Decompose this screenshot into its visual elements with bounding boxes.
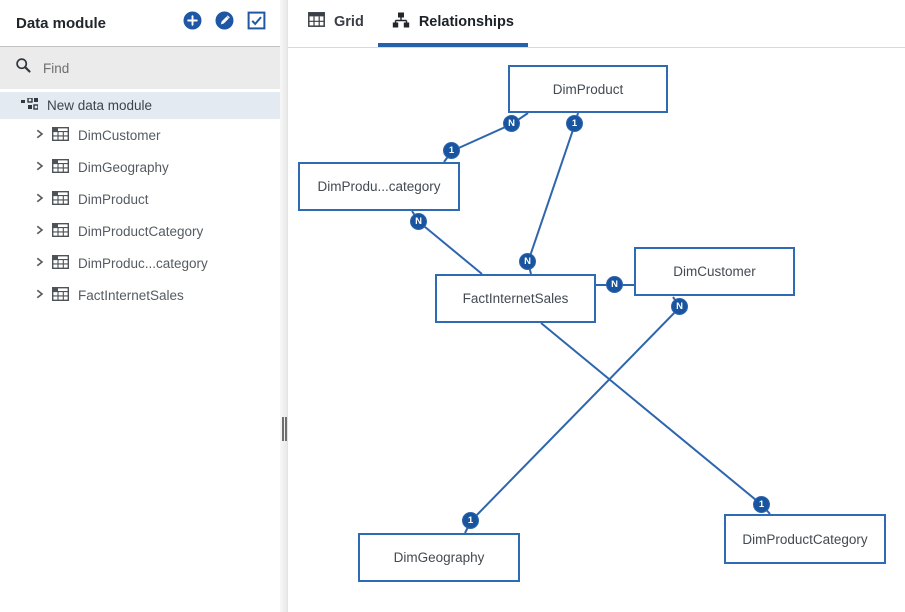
tree-item-dimproductcategory[interactable]: DimProductCategory <box>0 215 280 247</box>
chevron-right-icon[interactable] <box>33 288 45 303</box>
sidebar: Data module Find <box>0 0 280 612</box>
cardinality-badge[interactable]: N <box>671 298 688 315</box>
data-module-tree: New data module DimCustomer DimGeography… <box>0 89 280 311</box>
tab-grid[interactable]: Grid <box>294 0 378 47</box>
edit-icon <box>215 11 234 35</box>
tree-item-dimproduct[interactable]: DimProduct <box>0 183 280 215</box>
entity-label: DimProdu...category <box>317 179 441 194</box>
validate-checkbox-icon <box>247 11 266 35</box>
chevron-right-icon[interactable] <box>33 192 45 207</box>
panel-resize-handle[interactable] <box>281 417 287 441</box>
table-icon <box>51 286 70 304</box>
tree-root-label: New data module <box>47 98 153 113</box>
sidebar-actions <box>183 11 266 35</box>
edit-button[interactable] <box>215 11 234 35</box>
entity-dimgeography[interactable]: DimGeography <box>358 533 520 582</box>
view-tabbar: Grid Relationships <box>288 0 905 48</box>
entity-label: DimProductCategory <box>742 531 868 547</box>
tree-item-dimcustomer[interactable]: DimCustomer <box>0 119 280 151</box>
tree-root-new-data-module[interactable]: New data module <box>0 92 280 119</box>
data-module-icon <box>21 97 39 113</box>
entity-factinternetsales[interactable]: FactInternetSales <box>435 274 596 323</box>
cardinality-badge[interactable]: 1 <box>753 496 770 513</box>
main-panel: Grid Relationships DimProduct DimProdu.. <box>288 0 905 612</box>
tree-item-label: DimCustomer <box>78 127 161 143</box>
cardinality-badge[interactable]: N <box>410 213 427 230</box>
tab-relationships-label: Relationships <box>418 13 514 30</box>
cardinality-badge[interactable]: 1 <box>443 142 460 159</box>
table-icon <box>51 222 70 240</box>
tab-grid-label: Grid <box>334 13 364 30</box>
tree-item-label: FactInternetSales <box>78 287 184 303</box>
tree-item-label: DimProduct <box>78 191 149 207</box>
tree-item-dimproduc-category[interactable]: DimProduc...category <box>0 247 280 279</box>
entity-dimproductcategory[interactable]: DimProductCategory <box>724 514 886 564</box>
table-icon <box>51 190 70 208</box>
tab-relationships[interactable]: Relationships <box>377 0 528 47</box>
sidebar-header: Data module <box>0 0 280 47</box>
entity-label: DimGeography <box>393 550 485 565</box>
add-icon <box>183 11 202 35</box>
find-placeholder: Find <box>43 60 70 76</box>
entity-dimproduct[interactable]: DimProduct <box>508 65 668 113</box>
panel-divider <box>280 0 288 612</box>
chevron-right-icon[interactable] <box>33 160 45 175</box>
relationships-canvas[interactable]: DimProduct DimProdu...category FactInter… <box>288 0 905 612</box>
table-icon <box>51 158 70 176</box>
entity-dimproduc-category[interactable]: DimProdu...category <box>298 162 460 211</box>
validate-button[interactable] <box>247 11 266 35</box>
tree-item-dimgeography[interactable]: DimGeography <box>0 151 280 183</box>
tree-item-label: DimProductCategory <box>78 223 204 239</box>
chevron-right-icon[interactable] <box>33 224 45 239</box>
relationships-icon <box>392 12 410 32</box>
cardinality-badge[interactable]: 1 <box>566 115 583 132</box>
table-icon <box>51 126 70 144</box>
cardinality-badge[interactable]: N <box>606 276 623 293</box>
entity-label: DimCustomer <box>673 264 756 279</box>
cardinality-badge[interactable]: 1 <box>462 512 479 529</box>
tree-item-factinternetsales[interactable]: FactInternetSales <box>0 279 280 311</box>
tree-item-label: DimGeography <box>78 159 169 175</box>
entity-dimcustomer[interactable]: DimCustomer <box>634 247 795 296</box>
add-button[interactable] <box>183 11 202 35</box>
tree-item-label: DimProduc...category <box>78 255 208 271</box>
chevron-right-icon[interactable] <box>33 128 45 143</box>
find-search-field[interactable]: Find <box>0 47 280 89</box>
cardinality-badge[interactable]: N <box>519 253 536 270</box>
chevron-right-icon[interactable] <box>33 256 45 271</box>
search-icon <box>15 57 32 79</box>
grid-table-icon <box>308 12 325 31</box>
table-icon <box>51 254 70 272</box>
entity-label: DimProduct <box>552 81 624 97</box>
cardinality-badge[interactable]: N <box>503 115 520 132</box>
panel-title: Data module <box>16 14 107 32</box>
entity-label: FactInternetSales <box>462 291 569 306</box>
